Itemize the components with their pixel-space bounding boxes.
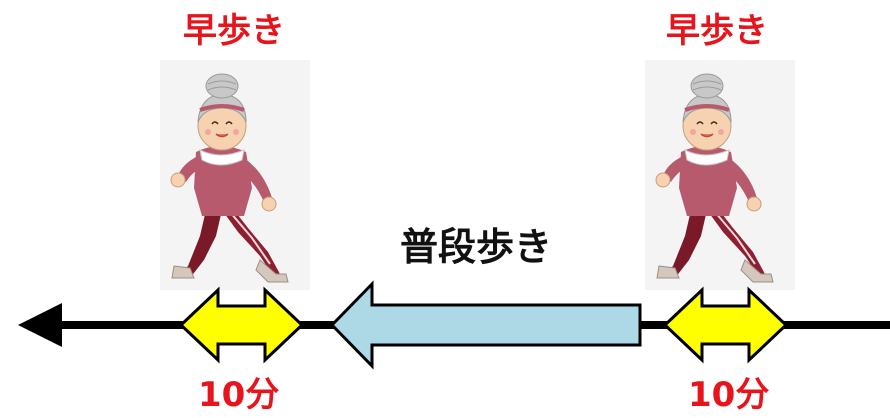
normal-walk-label: 普段歩き bbox=[400, 225, 553, 269]
fast-walk-label-left: 早歩き bbox=[183, 11, 285, 51]
elderly-woman-walking-icon bbox=[654, 72, 775, 284]
normal-walk-segment bbox=[329, 280, 642, 370]
duration-label-left: 10分 bbox=[198, 375, 280, 415]
fast-walk-label-right: 早歩き bbox=[666, 11, 768, 51]
fast-walk-segment-right bbox=[662, 286, 789, 364]
arrow-left-icon bbox=[18, 303, 62, 347]
elderly-woman-walking-icon bbox=[169, 72, 290, 284]
fast-walk-segment-left bbox=[178, 286, 305, 364]
duration-label-right: 10分 bbox=[688, 375, 770, 415]
